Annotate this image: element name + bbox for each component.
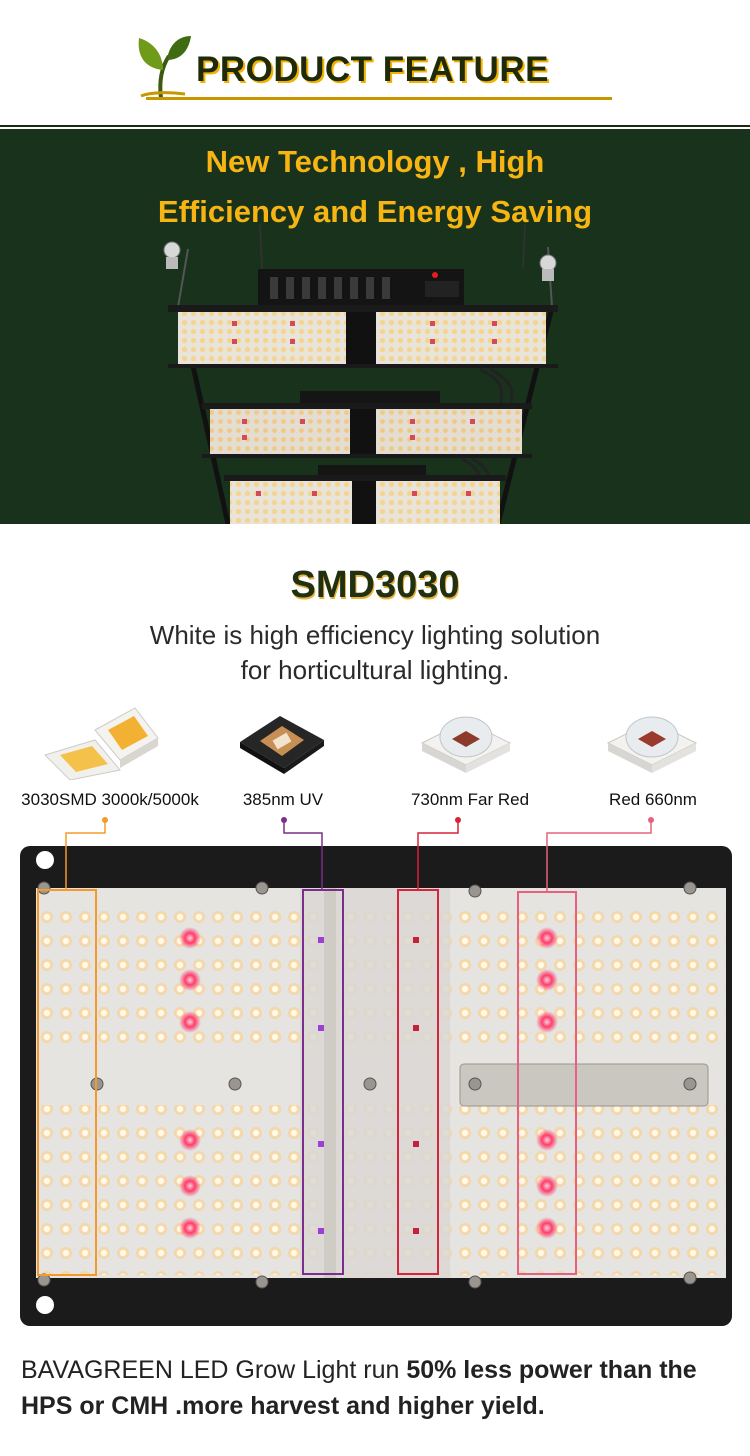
footer-normal: BAVAGREEN LED Grow Light run [21, 1356, 407, 1384]
leaf-sprout-icon [138, 36, 191, 99]
smd-subtitle-line2: for horticultural lighting. [240, 655, 510, 685]
footer-text: BAVAGREEN LED Grow Light run 50% less po… [21, 1352, 736, 1424]
led-label-uv: 385nm UV [242, 790, 324, 809]
smd-subtitle-line1: White is high efficiency lighting soluti… [149, 620, 601, 650]
hero-title: New Technology , High Efficiency and Ene… [0, 137, 750, 237]
uv-chip-icon [240, 716, 324, 774]
smd-title: SMD3030 [290, 564, 460, 606]
hero-title-line1: New Technology , High [205, 144, 545, 179]
header: PRODUCT FEATURE [0, 0, 750, 128]
smd-subtitle: White is high efficiency lighting soluti… [0, 618, 750, 688]
led-grow-light-fixture [163, 223, 558, 524]
hero-banner: New Technology , High Efficiency and Ene… [0, 129, 750, 524]
led-board-closeup [20, 817, 732, 1326]
header-divider [0, 125, 750, 127]
led-label-far-red: 730nm Far Red [410, 790, 530, 809]
led-label-red-660: Red 660nm [609, 790, 697, 809]
title-underline [146, 97, 612, 100]
far-red-chip-icon [420, 716, 512, 773]
red-660-chip-icon [606, 716, 698, 773]
smd-3030-chip-icon [44, 707, 159, 780]
page-title: PRODUCT FEATURE [196, 50, 549, 89]
footer-bold: 50% less power than the HPS or CMH .more… [21, 1356, 697, 1420]
hero-title-line2: Efficiency and Energy Saving [157, 194, 593, 229]
led-label-3030smd: 3030SMD 3000k/5000k [21, 790, 199, 809]
